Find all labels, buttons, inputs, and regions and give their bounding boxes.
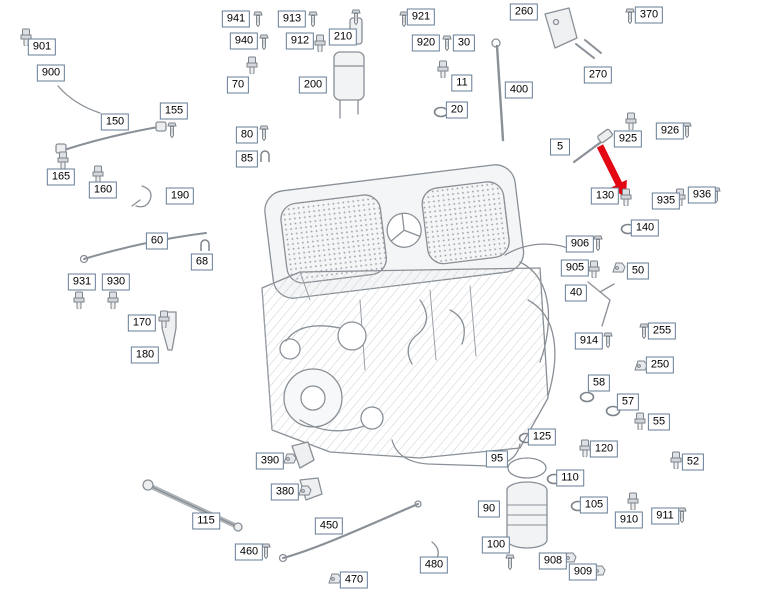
part-label-900[interactable]: 900 xyxy=(36,64,66,82)
part-label-901[interactable]: 901 xyxy=(27,38,57,56)
part-label-110[interactable]: 110 xyxy=(556,469,584,487)
part-label-100[interactable]: 100 xyxy=(481,536,511,554)
part-label-80[interactable]: 80 xyxy=(235,126,259,144)
part-label-255[interactable]: 255 xyxy=(647,322,677,340)
part-label-936[interactable]: 936 xyxy=(687,186,717,204)
part-label-370[interactable]: 370 xyxy=(634,6,664,24)
part-label-400[interactable]: 400 xyxy=(504,81,534,99)
part-label-925[interactable]: 925 xyxy=(613,130,643,148)
part-label-380[interactable]: 380 xyxy=(270,483,300,501)
part-label-57[interactable]: 57 xyxy=(616,393,640,411)
part-label-30[interactable]: 30 xyxy=(452,34,476,52)
part-label-935[interactable]: 935 xyxy=(651,192,681,210)
part-label-90[interactable]: 90 xyxy=(477,500,501,518)
part-label-941[interactable]: 941 xyxy=(221,10,251,28)
part-label-115[interactable]: 115 xyxy=(192,512,220,530)
part-label-140[interactable]: 140 xyxy=(630,219,660,237)
part-label-480[interactable]: 480 xyxy=(419,556,449,574)
part-label-911[interactable]: 911 xyxy=(651,507,679,525)
part-label-50[interactable]: 50 xyxy=(626,262,650,280)
part-label-210[interactable]: 210 xyxy=(328,28,358,46)
part-label-450[interactable]: 450 xyxy=(314,517,344,535)
part-label-170[interactable]: 170 xyxy=(127,314,157,332)
part-label-20[interactable]: 20 xyxy=(445,101,469,119)
part-label-68[interactable]: 68 xyxy=(190,253,214,271)
part-label-921[interactable]: 921 xyxy=(406,8,436,26)
part-label-58[interactable]: 58 xyxy=(587,374,611,392)
part-label-165[interactable]: 165 xyxy=(46,168,76,186)
part-label-920[interactable]: 920 xyxy=(411,34,441,52)
part-label-70[interactable]: 70 xyxy=(226,76,250,94)
part-label-390[interactable]: 390 xyxy=(255,452,285,470)
part-label-909[interactable]: 909 xyxy=(568,563,598,581)
part-label-270[interactable]: 270 xyxy=(583,66,613,84)
part-label-120[interactable]: 120 xyxy=(589,440,619,458)
part-label-908[interactable]: 908 xyxy=(538,552,568,570)
part-label-470[interactable]: 470 xyxy=(339,571,369,589)
part-label-906[interactable]: 906 xyxy=(565,235,595,253)
part-label-910[interactable]: 910 xyxy=(614,511,644,529)
part-label-930[interactable]: 930 xyxy=(101,273,131,291)
part-label-250[interactable]: 250 xyxy=(645,356,675,374)
part-label-260[interactable]: 260 xyxy=(509,3,539,21)
part-label-190[interactable]: 190 xyxy=(165,187,195,205)
part-label-52[interactable]: 52 xyxy=(681,453,705,471)
part-label-914[interactable]: 914 xyxy=(574,332,604,350)
part-label-200[interactable]: 200 xyxy=(298,76,328,94)
part-label-85[interactable]: 85 xyxy=(235,150,259,168)
part-label-40[interactable]: 40 xyxy=(564,284,588,302)
part-label-60[interactable]: 60 xyxy=(145,232,169,250)
part-label-11[interactable]: 11 xyxy=(451,74,473,92)
part-label-55[interactable]: 55 xyxy=(647,413,671,431)
part-label-940[interactable]: 940 xyxy=(229,32,259,50)
part-label-105[interactable]: 105 xyxy=(579,496,609,514)
part-label-95[interactable]: 95 xyxy=(485,450,509,468)
part-label-905[interactable]: 905 xyxy=(560,259,590,277)
part-label-125[interactable]: 125 xyxy=(527,428,557,446)
part-label-926[interactable]: 926 xyxy=(655,122,685,140)
valve-cover-sketch xyxy=(264,164,525,299)
part-label-913[interactable]: 913 xyxy=(277,10,307,28)
part-label-180[interactable]: 180 xyxy=(130,346,160,364)
part-label-155[interactable]: 155 xyxy=(159,102,189,120)
part-label-460[interactable]: 460 xyxy=(234,543,264,561)
part-label-130[interactable]: 130 xyxy=(590,187,620,205)
part-label-912[interactable]: 912 xyxy=(285,32,315,50)
part-label-160[interactable]: 160 xyxy=(88,181,118,199)
part-label-150[interactable]: 150 xyxy=(100,113,130,131)
part-label-931[interactable]: 931 xyxy=(67,273,97,291)
part-label-5[interactable]: 5 xyxy=(550,138,570,156)
